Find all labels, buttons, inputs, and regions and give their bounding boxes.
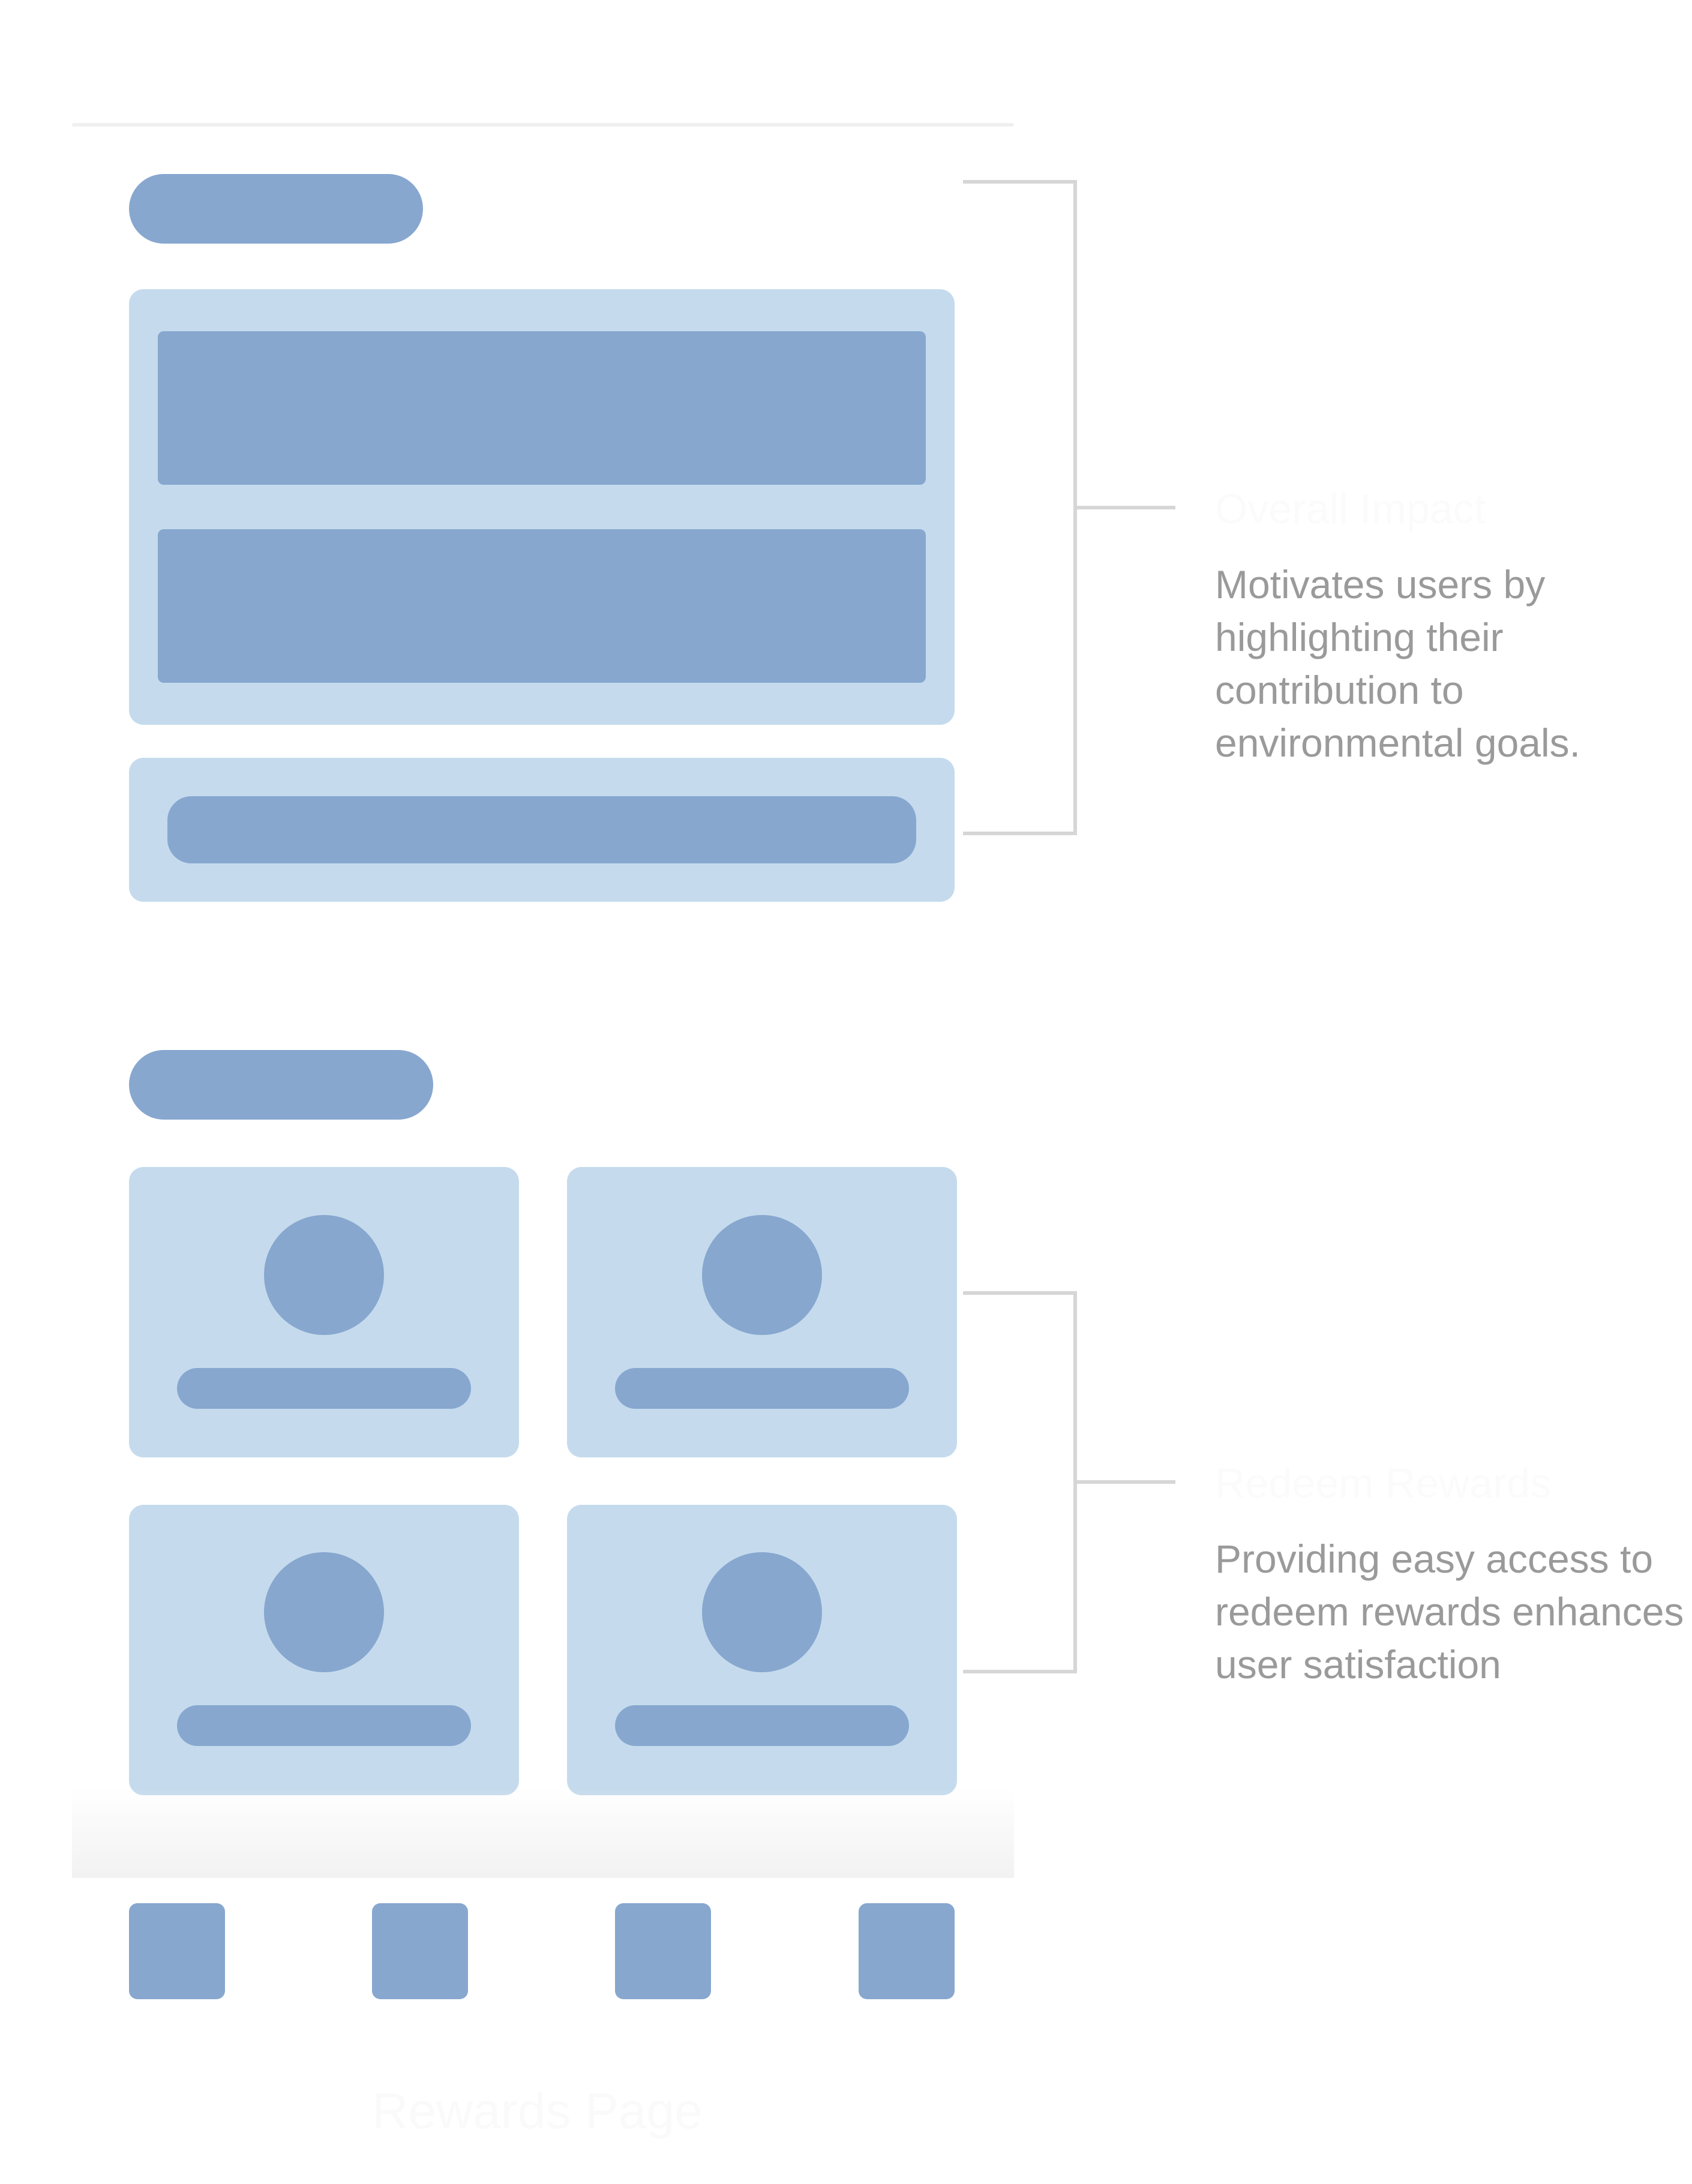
impact-bracket-pointer [1073, 506, 1175, 509]
impact-bracket-bottom [963, 832, 1077, 835]
rewards-section-heading [129, 1050, 433, 1120]
impact-progress-bar [167, 796, 916, 863]
rewards-annotation-description: Providing easy access to redeem rewards … [1215, 1537, 1684, 1687]
nav-impact-icon[interactable] [372, 1903, 468, 1999]
reward-card-label [177, 1368, 471, 1409]
nav-home-icon[interactable] [129, 1903, 225, 1999]
impact-section-heading [129, 174, 423, 244]
circle-placeholder-icon [264, 1552, 384, 1672]
impact-bracket-top [963, 180, 1077, 184]
circle-placeholder-icon [264, 1215, 384, 1335]
rewards-bracket-top [963, 1291, 1077, 1295]
rewards-bracket-pointer [1073, 1480, 1175, 1484]
nav-profile-icon[interactable] [859, 1903, 955, 1999]
impact-annotation-title: Overall Impact [1215, 485, 1486, 532]
rewards-annotation-title: Redeem Rewards [1215, 1460, 1552, 1507]
impact-annotation-description: Motivates users by highlighting their co… [1215, 562, 1581, 765]
impact-stat-block-2 [158, 529, 926, 683]
rewards-bracket-bottom [963, 1670, 1077, 1673]
impact-stat-block-1 [158, 331, 926, 485]
reward-card-label [177, 1705, 471, 1746]
reward-card-label [615, 1368, 909, 1409]
nav-rewards-icon[interactable] [615, 1903, 711, 1999]
page-label: Rewards Page [372, 2083, 703, 2139]
circle-placeholder-icon [702, 1215, 822, 1335]
circle-placeholder-icon [702, 1552, 822, 1672]
reward-card-label [615, 1705, 909, 1746]
bottom-nav-shadow [72, 1788, 1014, 1878]
header-divider [72, 123, 1014, 127]
